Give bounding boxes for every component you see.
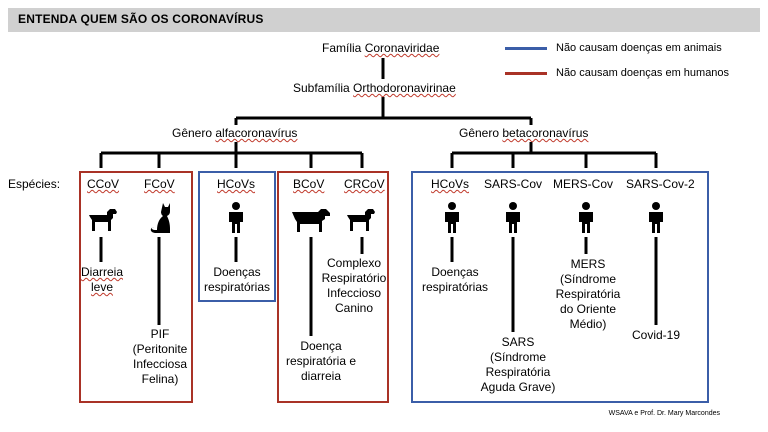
species-name-fcov: FCoV — [144, 177, 175, 191]
species-name-hcovs-alpha: HCoVs — [217, 177, 256, 191]
group-box-hcovs-alpha — [198, 171, 276, 302]
family-prefix: Família — [322, 41, 362, 55]
disease-bcov: Doença respiratória e diarreia — [285, 339, 357, 383]
group-box-ccov-fcov — [79, 171, 193, 403]
disease-sars-cov-2: Covid-19 — [631, 328, 681, 342]
dog-icon — [347, 209, 375, 231]
disease-fcov: PIF (Peritonite Infecciosa Felina) — [132, 327, 188, 386]
disease-hcovs-beta: Doenças respiratórias — [421, 265, 489, 294]
species-name-sars-cov-2: SARS-Cov-2 — [626, 177, 695, 191]
disease-sars-cov: SARS (Síndrome Respiratória Aguda Grave) — [480, 335, 556, 394]
person-icon — [649, 202, 663, 233]
species-name-ccov: CCoV — [87, 177, 120, 191]
disease-mers-cov: MERS (Síndrome Respiratória do Oriente M… — [555, 257, 621, 331]
group-box-bcov-crcov — [277, 171, 389, 403]
person-icon — [506, 202, 520, 233]
species-label: Espécies: — [8, 177, 61, 191]
page-title: ENTENDA QUEM SÃO OS CORONAVÍRUS — [18, 12, 264, 26]
group-box-beta — [411, 171, 709, 403]
family-label: Família Coronaviridae — [322, 41, 439, 56]
dog-icon — [89, 209, 117, 231]
header-bar: ENTENDA QUEM SÃO OS CORONAVÍRUS — [8, 8, 760, 32]
species-name-bcov: BCoV — [293, 177, 325, 191]
subfamily-name: Orthodoronavirinae — [353, 81, 456, 95]
subfamily-label: Subfamília Orthodoronavirinae — [293, 81, 456, 96]
disease-crcov: Complexo Respiratório Infeccioso Canino — [321, 256, 387, 315]
disease-hcovs-alpha: Doenças respiratórias — [203, 265, 271, 294]
species-name-sars-cov: SARS-Cov — [484, 177, 543, 191]
subfamily-prefix: Subfamília — [293, 81, 350, 95]
person-icon — [445, 202, 459, 233]
person-icon — [229, 202, 243, 233]
genus-beta-prefix: Gênero — [459, 126, 500, 140]
genus-alpha-name: alfacoronavírus — [215, 126, 298, 140]
genus-alpha-label: Gênero alfacoronavírus — [172, 126, 297, 141]
species-name-hcovs-beta: HCoVs — [431, 177, 470, 191]
genus-alpha-prefix: Gênero — [172, 126, 213, 140]
person-icon — [579, 202, 593, 233]
disease-ccov: Diarreia leve — [80, 265, 123, 294]
legend-blue-line — [505, 47, 547, 50]
cow-icon — [292, 209, 330, 232]
footer-credit: WSAVA e Prof. Dr. Mary Marcondes — [608, 410, 720, 417]
genus-beta-label: Gênero betacoronavírus — [459, 126, 588, 141]
legend-red-line — [505, 72, 547, 75]
species-name-crcov: CRCoV — [344, 177, 385, 191]
species-name-mers-cov: MERS-Cov — [553, 177, 614, 191]
genus-beta-name: betacoronavírus — [502, 126, 589, 140]
family-name: Coronaviridae — [364, 41, 440, 55]
legend-red-label: Não causam doenças em humanos — [556, 67, 730, 79]
legend-blue-label: Não causam doenças em animais — [556, 42, 722, 54]
cat-icon — [150, 203, 171, 233]
